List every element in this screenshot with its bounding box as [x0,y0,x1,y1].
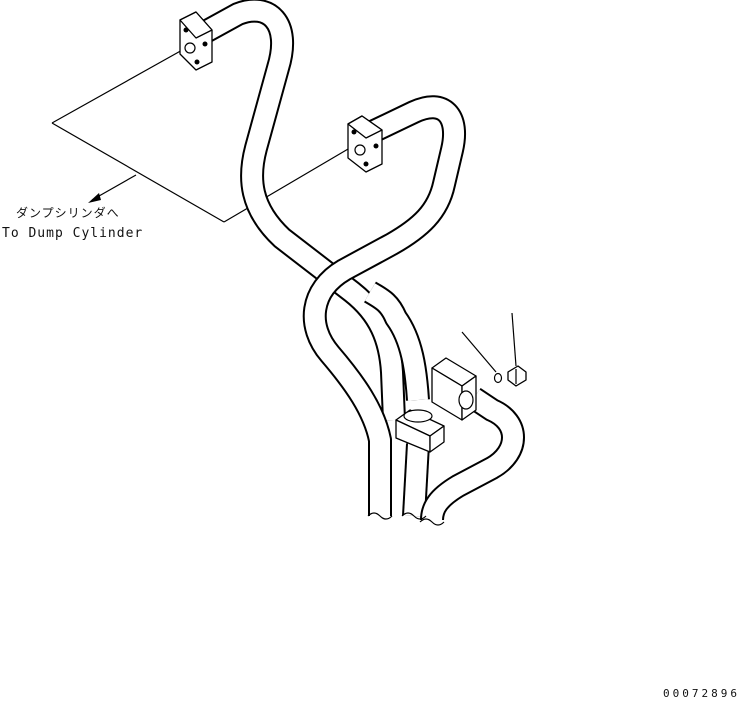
destination-label-en: To Dump Cylinder [2,226,144,241]
pipe-a [192,0,406,421]
junction-block-right [431,357,477,421]
destination-label-jp: ダンプシリンダへ [16,206,120,220]
leader-arrowhead [88,193,101,203]
pipe-break-marks [367,512,445,526]
pipe-d [420,388,525,521]
junction-block-front [395,409,445,453]
o-ring [493,372,503,384]
plug-bolt [507,365,527,387]
drawing-number: 00072896 [663,687,740,700]
upper-flange [179,11,213,71]
lower-flange [347,115,383,173]
pipe-c [364,281,430,517]
pipe-b [302,95,466,516]
